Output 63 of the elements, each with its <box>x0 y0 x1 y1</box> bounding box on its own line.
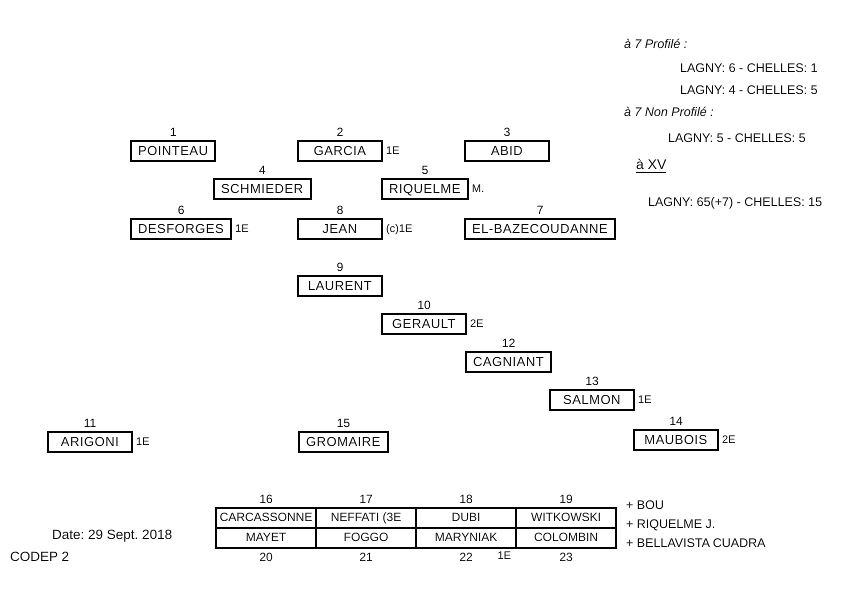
player-name-box: GERAULT <box>381 313 467 335</box>
jersey-number: 3 <box>504 124 510 140</box>
side-note: (c)1E <box>386 222 412 237</box>
jersey-number: 15 <box>336 415 350 431</box>
player-name-box: EL-BAZECOUDANNE <box>464 218 616 240</box>
substitute-name: + BOU <box>626 497 664 513</box>
player-name-box: RIQUELME <box>381 178 469 200</box>
player-name-cell: CARCASSONNE <box>215 507 317 529</box>
player-name-box: ARIGONI <box>47 431 133 453</box>
jersey-number: 2 <box>336 124 344 140</box>
side-note: 2E <box>470 317 484 332</box>
jersey-number: 19 <box>559 491 573 507</box>
player-name-box: MAUBOIS <box>633 429 719 451</box>
side-note: M. <box>472 182 484 197</box>
player-name-cell: WITKOWSKI <box>515 507 617 529</box>
player-name-box: GARCIA <box>297 140 383 162</box>
jersey-number: 13 <box>585 373 599 389</box>
substitute-name: + BELLAVISTA CUADRA <box>626 535 766 551</box>
section-heading: à 7 Non Profilé : <box>624 104 714 120</box>
section-heading: à 7 Profilé : <box>624 36 688 52</box>
side-note: 1E <box>498 549 511 563</box>
team-name: CODEP 2 <box>10 549 70 565</box>
jersey-number: 23 <box>559 549 573 565</box>
jersey-number: 5 <box>422 162 428 178</box>
player-name-box: JEAN <box>297 218 383 240</box>
score-line: LAGNY: 65(+7) - CHELLES: 15 <box>648 194 822 210</box>
jersey-number: 9 <box>336 259 344 275</box>
side-note: 2E <box>722 433 736 448</box>
jersey-number: 6 <box>178 202 184 218</box>
player-name-cell: COLOMBIN <box>515 527 617 549</box>
jersey-number: 22 <box>459 549 473 565</box>
player-name-box: CAGNIANT <box>465 351 552 373</box>
jersey-number: 1 <box>170 124 177 140</box>
jersey-number: 14 <box>669 413 683 429</box>
jersey-number: 11 <box>84 415 96 431</box>
player-name-box: GROMAIRE <box>298 431 389 453</box>
jersey-number: 20 <box>259 549 273 565</box>
side-note: 1E <box>136 435 150 450</box>
section-heading: à XV <box>636 156 666 173</box>
jersey-number: 7 <box>536 202 544 218</box>
jersey-number: 17 <box>359 491 373 507</box>
player-name-cell: MAYET <box>215 527 317 549</box>
jersey-number: 16 <box>259 491 273 507</box>
player-name-box: SCHMIEDER <box>213 178 312 200</box>
side-note: 1E <box>235 222 249 237</box>
date-note: Date: 29 Sept. 2018 <box>52 527 172 543</box>
score-line: LAGNY: 5 - CHELLES: 5 <box>668 130 806 146</box>
jersey-number: 21 <box>359 549 373 565</box>
player-name-box: LAURENT <box>297 275 383 297</box>
score-line: LAGNY: 4 - CHELLES: 5 <box>680 82 818 98</box>
side-note: 1E <box>638 393 652 408</box>
side-note: 1E <box>386 144 400 159</box>
player-name-box: ABID <box>464 140 550 162</box>
jersey-number: 8 <box>336 202 344 218</box>
player-name-box: POINTEAU <box>130 140 216 162</box>
jersey-number: 10 <box>417 297 431 313</box>
jersey-number: 18 <box>459 491 473 507</box>
jersey-number: 12 <box>502 335 516 351</box>
player-name-box: DESFORGES <box>130 218 232 240</box>
score-line: LAGNY: 6 - CHELLES: 1 <box>680 60 818 76</box>
player-name-box: SALMON <box>549 389 635 411</box>
substitute-name: + RIQUELME J. <box>626 516 716 532</box>
jersey-number: 4 <box>258 162 266 178</box>
